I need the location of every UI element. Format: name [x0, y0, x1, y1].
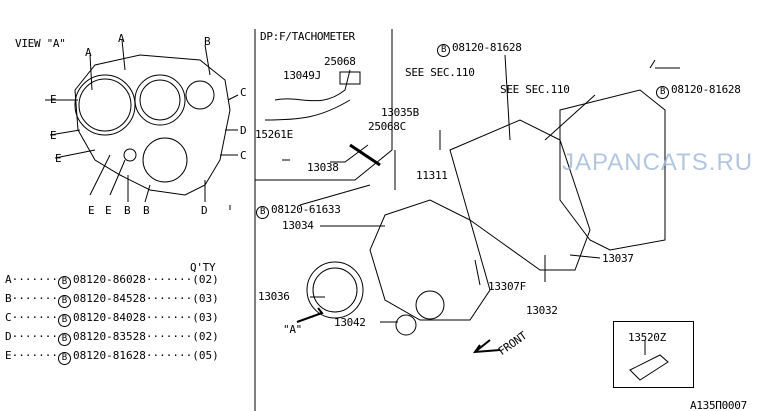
- part-13520z-box: [613, 321, 694, 388]
- callout-a: A: [85, 46, 92, 59]
- callout-d: D: [240, 124, 247, 137]
- part-13042[interactable]: 13042: [334, 316, 366, 329]
- watermark: JAPANCATS.RU: [562, 149, 754, 176]
- part-13035b[interactable]: 13035B: [381, 106, 419, 119]
- callout-e: E: [55, 152, 62, 165]
- callout-e: E: [105, 204, 112, 217]
- view-a-arrow-label: "A": [283, 323, 302, 336]
- qty-header: Q'TY: [190, 261, 216, 274]
- callout-e: E: [50, 93, 57, 106]
- part-13520z[interactable]: 13520Z: [628, 331, 666, 344]
- part-13036[interactable]: 13036: [258, 290, 290, 303]
- view-a-title: VIEW "A": [15, 37, 66, 50]
- diagram-code: A135Π0007: [690, 399, 747, 411]
- part-13032[interactable]: 13032: [526, 304, 558, 317]
- see-sec-110-a[interactable]: SEE SEC.110: [405, 66, 475, 79]
- callout-b: B: [143, 204, 150, 217]
- part-13034[interactable]: 13034: [282, 219, 314, 232]
- callout-b: B: [124, 204, 131, 217]
- callout-c: C: [240, 86, 247, 99]
- part-13307f[interactable]: 13307F: [488, 280, 526, 293]
- callout-e: E: [88, 204, 95, 217]
- callout-a: A: [118, 32, 125, 45]
- part-25068c[interactable]: 25068C: [368, 120, 406, 133]
- part-13049j[interactable]: 13049J: [283, 69, 321, 82]
- callout-d: D: [201, 204, 208, 217]
- callout-b: B: [204, 35, 211, 48]
- tacho-title: DP:F/TACHOMETER: [260, 30, 355, 43]
- part-11311[interactable]: 11311: [416, 169, 448, 182]
- callout-e: E: [50, 129, 57, 142]
- part-13037[interactable]: 13037: [602, 252, 634, 265]
- part-13038[interactable]: 13038: [307, 161, 339, 174]
- part-25068[interactable]: 25068: [324, 55, 356, 68]
- callout-c: C: [240, 149, 247, 162]
- view-a-drawing: [45, 39, 239, 203]
- see-sec-110-b[interactable]: SEE SEC.110: [500, 83, 570, 96]
- part-15261e[interactable]: 15261E: [255, 128, 293, 141]
